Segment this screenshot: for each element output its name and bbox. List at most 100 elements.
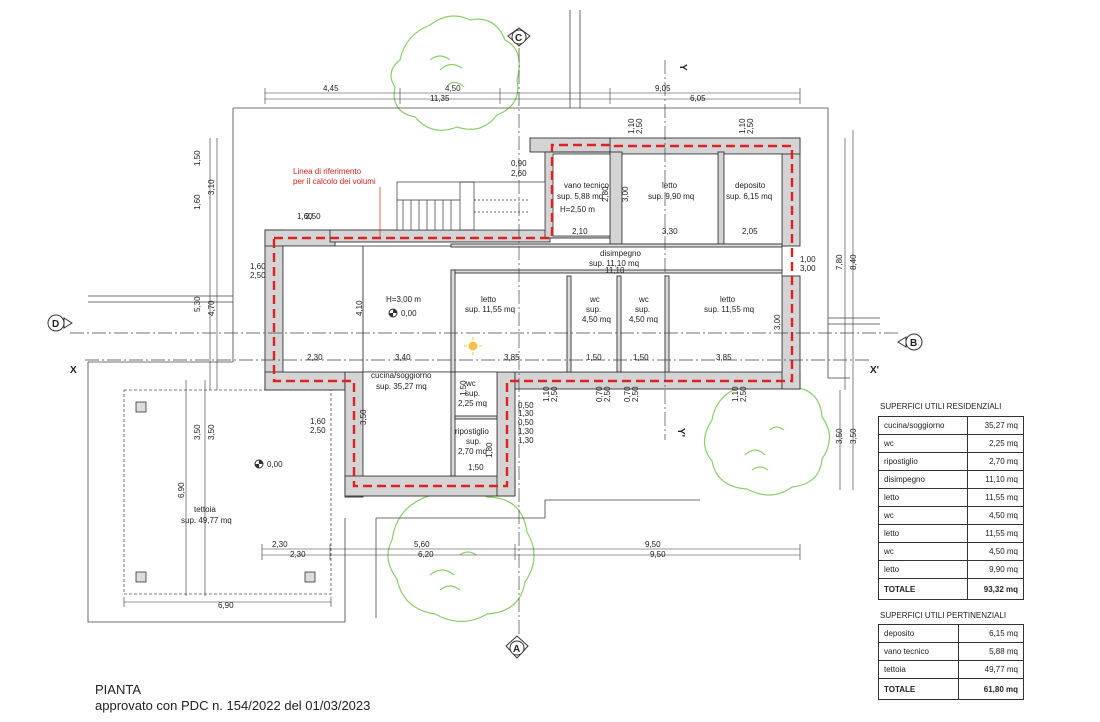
row-name: letto [878,524,968,543]
site-boundary [87,10,880,623]
row-name: disimpegno [878,470,968,489]
table-pert-title: SUPERFICI UTILI PERTINENZIALI [880,611,1007,620]
row-name: tettoia [877,660,960,679]
tettoia-canopy [123,389,332,595]
axis-marker-c: C [507,27,531,47]
reference-line-note: per il calcolo dei volumi [293,177,376,186]
dim-text: 1,80 [485,442,494,458]
dim-text: 3,50 [849,428,858,444]
dim-text: 3,00 [800,264,816,273]
dim-text: 4,10 [355,300,364,316]
room-vano-tecnico-height: H=2,50 m [560,205,595,214]
row-value: 11,55 mq [966,524,1025,543]
dim-text: 2,50 [305,212,321,221]
dim-text: 2,30 [307,353,323,362]
dim-text: 3,10 [207,179,216,195]
row-value: 11,10 mq [966,470,1025,489]
dim-text: 1,50 [633,353,649,362]
axis-label-a: A [513,644,520,655]
dim-text: 2,50 [310,426,326,435]
room-wc-area: 2,25 mq [458,399,487,408]
room-wc-label: sup. [586,305,601,314]
dimension-lines [123,88,854,607]
room-wc: wc [465,379,476,388]
drawing-title: PIANTA [95,682,141,697]
room-letto: letto [481,295,497,304]
dim-text: 3,30 [662,227,678,236]
dim-text: 9,50 [645,540,661,549]
room-vano-tecnico-area: sup. 5,88 mq [557,192,603,201]
height-label: H=3,00 m [386,295,421,304]
dim-text: 1,30 [518,436,534,445]
room-disimpegno-area: sup. 11,10 mq [589,259,639,268]
staircase [396,181,546,231]
dim-text: 6,90 [218,601,234,610]
row-value: 2,25 mq [966,434,1025,453]
dim-text: 11,10 [605,266,625,275]
row-name: wc [878,434,968,453]
level-text: 0,00 [267,460,283,469]
dim-text: 3,85 [504,353,520,362]
row-value: 11,55 mq [966,488,1025,507]
room-letto: letto [720,295,736,304]
dim-text: 1,10 [738,118,747,134]
dim-text: 2,50 [603,386,612,402]
dim-text: 2,30 [290,550,306,559]
dim-text: 2,50 [739,386,748,402]
dim-text: 9,50 [650,550,666,559]
room-tettoia-area: sup. 49,77 mq [181,516,232,525]
tree-right [703,378,831,496]
row-value: 6,15 mq [958,624,1024,643]
dim-text: 1,10 [731,386,740,402]
dim-text: 5,30 [193,296,202,312]
dim-text: 11,35 [430,94,450,103]
dim-text: 0,50 [518,418,534,427]
axis-marker-a: A [505,635,529,659]
room-letto-area: sup. 11,55 mq [465,305,515,314]
dim-text: 0,90 [511,159,527,168]
drawing-footer: PIANTA approvato con PDC n. 154/2022 del… [95,682,370,714]
dim-text: 4,50 [445,84,461,93]
dim-text: 3,50 [193,424,202,440]
dim-text: 3,00 [773,314,782,330]
dim-text: 2,50 [635,118,644,134]
dim-text: 2,50 [746,118,755,134]
room-wc: wc [589,295,600,304]
level-marker: 0,00 [388,308,417,318]
drawing-subtitle: approvato con PDC n. 154/2022 del 01/03/… [95,698,371,713]
table-res-title: SUPERFICI UTILI RESIDENZIALI [880,402,1002,411]
room-wc: wc [638,295,649,304]
dim-text: 2,50 [250,271,266,280]
interior-floor [282,153,783,477]
axis-label-b: B [910,338,917,349]
total-label: TOTALE [877,678,960,700]
room-labels: vano tecnico sup. 5,88 mq H=2,50 m letto… [181,181,772,525]
dim-text: 1,60 [250,262,266,271]
dim-text: 5,60 [414,540,430,549]
room-ripostiglio: ripostiglio [455,427,489,436]
row-name: deposito [877,624,960,643]
room-wc-label: sup. [465,389,480,398]
dim-text: 3,00 [621,186,630,202]
dim-text: 1,50 [468,463,484,472]
row-value: 35,27 mq [966,416,1025,435]
room-tettoia: tettoia [194,505,216,514]
room-letto: letto [662,181,678,190]
row-value: 4,50 mq [966,506,1025,525]
axis-marker-d: D [47,314,73,332]
dim-text: 2,10 [572,227,588,236]
dim-text: 0,70 [623,386,632,402]
dim-text: 1,50 [586,353,602,362]
row-name: vano tecnico [877,642,960,661]
dim-text: 3,85 [716,353,732,362]
row-name: ripostiglio [878,452,968,471]
